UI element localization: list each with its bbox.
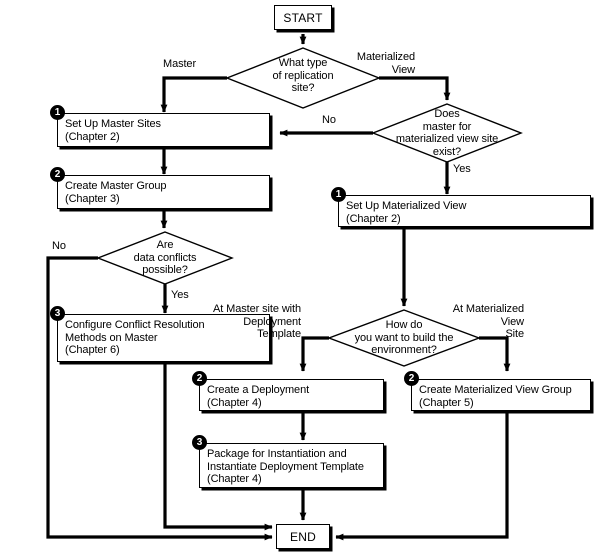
terminator-end-label: END	[290, 529, 316, 544]
edge-mv-site-branch	[479, 336, 511, 372]
step-configure-conflict-resolution[interactable]: 3 Configure Conflict Resolution Methods …	[50, 306, 270, 362]
step-package-instantiate-label: Package for Instantiation and Instantiat…	[207, 448, 364, 485]
terminator-end[interactable]: END	[276, 524, 330, 549]
decision-master-exists-label: Does master for materialized view site e…	[395, 108, 499, 158]
edge-label-no-conflicts: No	[52, 240, 66, 252]
edge-no-conflicts-to-end	[46, 256, 273, 541]
step-create-materialized-view-group-label: Create Materialized View Group (Chapter …	[419, 384, 572, 409]
step-badge-3: 3	[50, 306, 65, 321]
step-badge-2-deployment: 2	[192, 371, 207, 386]
step-create-materialized-view-group[interactable]: 2 Create Materialized View Group (Chapte…	[404, 371, 591, 411]
edge-label-yes-master-exists: Yes	[453, 163, 471, 175]
edge-label-materialized-view: Materialized View	[356, 51, 415, 76]
decision-build-environment-label: How do you want to build the environment…	[354, 319, 454, 356]
edge-label-at-master-site: At Master site with Deployment Template	[213, 303, 301, 340]
step-badge-1-mv: 1	[331, 187, 346, 202]
step-badge-2-mv-group: 2	[404, 371, 419, 386]
step-package-instantiate[interactable]: 3 Package for Instantiation and Instanti…	[192, 435, 384, 488]
edge-mv-group-to-end	[335, 411, 509, 541]
decision-type-of-site-label: What type of replication site?	[272, 57, 334, 94]
decision-build-environment-shape	[326, 309, 482, 367]
step-set-up-materialized-view[interactable]: 1 Set Up Materialized View (Chapter 2)	[331, 187, 591, 227]
edge-label-yes-conflicts: Yes	[171, 289, 189, 301]
edge-label-master: Master	[163, 58, 197, 70]
step-configure-conflict-resolution-label: Configure Conflict Resolution Methods on…	[65, 319, 205, 356]
step-create-a-deployment-label: Create a Deployment (Chapter 4)	[207, 384, 310, 409]
step-set-up-materialized-view-label: Set Up Materialized View (Chapter 2)	[346, 200, 467, 225]
terminator-start[interactable]: START	[274, 5, 332, 30]
decision-data-conflicts-label: Are data conflicts possible?	[133, 239, 197, 276]
terminator-start-label: START	[283, 10, 323, 25]
edge-label-at-mv-site: At Materialized View Site	[452, 303, 524, 340]
step-create-master-group[interactable]: 2 Create Master Group (Chapter 3)	[50, 167, 270, 209]
step-badge-3-package: 3	[192, 435, 207, 450]
step-create-master-group-label: Create Master Group (Chapter 3)	[65, 180, 167, 205]
edge-label-no-master-exists: No	[322, 114, 336, 126]
step-set-up-master-sites[interactable]: 1 Set Up Master Sites (Chapter 2)	[50, 105, 270, 147]
step-set-up-master-sites-label: Set Up Master Sites (Chapter 2)	[65, 118, 161, 143]
step-create-a-deployment[interactable]: 2 Create a Deployment (Chapter 4)	[192, 371, 384, 411]
edge-deployment-template-branch	[299, 336, 329, 372]
step-badge-1: 1	[50, 105, 65, 120]
edge-materialized-view-branch	[379, 76, 451, 101]
edge-conflict-resolution-to-end	[163, 362, 273, 531]
decision-type-of-site-shape	[225, 47, 381, 109]
step-badge-2: 2	[50, 167, 65, 182]
edge-master-branch	[160, 76, 227, 113]
